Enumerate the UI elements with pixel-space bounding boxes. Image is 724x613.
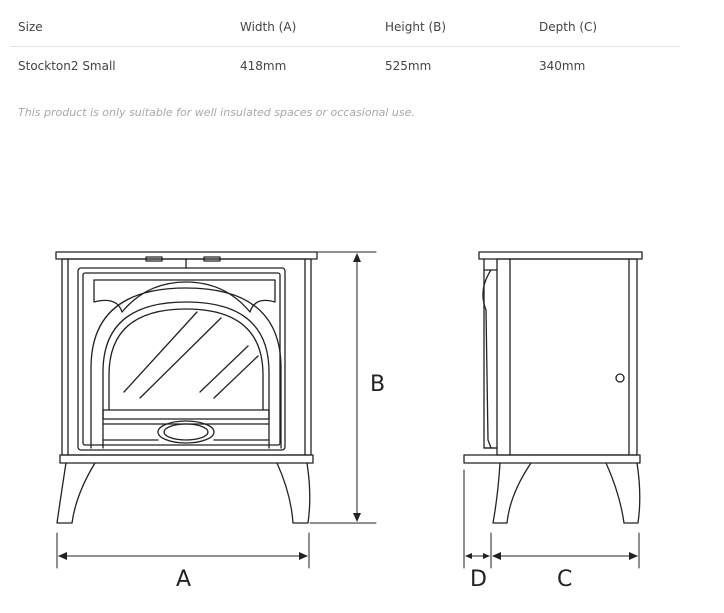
dimension-b: [309, 251, 377, 524]
header-height: Height (B): [385, 20, 447, 34]
dimension-a: [56, 532, 310, 569]
usage-note: This product is only suitable for well i…: [18, 106, 415, 119]
cell-width: 418mm: [240, 59, 287, 73]
dimension-d-label: D: [470, 567, 487, 592]
cell-depth: 340mm: [539, 59, 586, 73]
dimension-b-label: B: [370, 372, 385, 397]
cell-height: 525mm: [385, 59, 432, 73]
stove-front-view: [55, 251, 318, 524]
dimension-a-label: A: [176, 567, 191, 592]
stove-dimension-diagram: B A D: [55, 251, 643, 592]
header-width: Width (A): [240, 20, 297, 34]
header-size: Size: [18, 20, 43, 34]
dimension-c-label: C: [557, 567, 572, 592]
cell-size: Stockton2 Small: [18, 59, 116, 73]
spec-table: Size Width (A) Height (B) Depth (C) Stoc…: [10, 8, 680, 85]
table-header-row: Size Width (A) Height (B) Depth (C): [10, 8, 680, 47]
dimension-c: [492, 532, 640, 569]
header-depth: Depth (C): [539, 20, 598, 34]
table-row: Stockton2 Small 418mm 525mm 340mm: [10, 47, 680, 85]
stove-side-view: [463, 251, 643, 524]
dimension-d: [463, 469, 492, 569]
